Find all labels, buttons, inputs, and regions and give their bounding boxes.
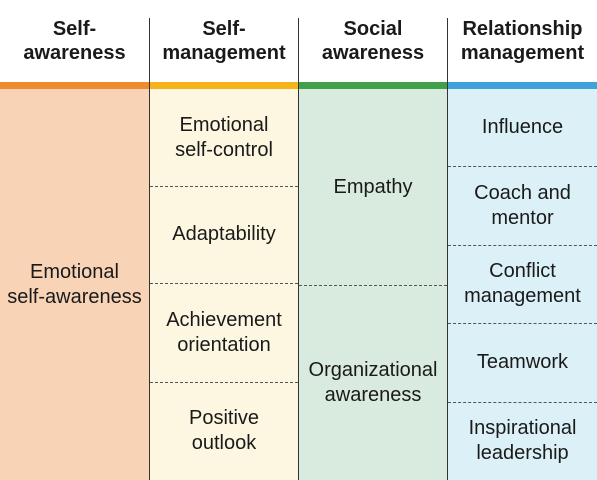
column-separator (298, 18, 299, 480)
cell-divider (150, 283, 298, 284)
competency-cell: Organizational awareness (308, 358, 438, 406)
cell-divider (448, 402, 597, 403)
column-relationship-management: Relationship management Influence Coach … (448, 0, 597, 480)
competency-cell: Empathy (333, 175, 413, 198)
column-body: Emotional self-awareness (0, 89, 149, 480)
column-color-bar (299, 82, 447, 89)
column-social-awareness: Social awareness Empathy Organizational … (299, 0, 447, 480)
competency-cell: Adaptability (172, 223, 276, 245)
cell-divider (299, 285, 447, 286)
competency-cell: Coach and mentor (474, 181, 571, 229)
column-separator (447, 18, 448, 480)
column-body: Influence Coach and mentor Conflict mana… (448, 89, 597, 480)
column-color-bar (150, 82, 298, 89)
cell-divider (448, 166, 597, 167)
competency-cell: Inspirational leadership (468, 417, 577, 464)
competency-cell: Achievement orientation (166, 308, 282, 356)
cell-divider (448, 245, 597, 246)
cell-divider (150, 382, 298, 383)
column-header: Self- awareness (0, 0, 149, 82)
column-separator (149, 18, 150, 480)
competency-cell: Emotional self-awareness (7, 260, 142, 308)
competency-cell: Positive outlook (188, 407, 260, 454)
competency-cell: Influence (481, 116, 564, 138)
column-header: Relationship management (448, 0, 597, 82)
column-color-bar (448, 82, 597, 89)
competency-cell: Teamwork (476, 351, 569, 373)
column-self-management: Self- management Emotional self-control … (150, 0, 298, 480)
competency-cell: Conflict management (464, 260, 581, 307)
competency-cell: Emotional self-control (175, 113, 273, 161)
column-color-bar (0, 82, 149, 89)
column-header: Self- management (150, 0, 298, 82)
column-body: Emotional self-control Adaptability Achi… (150, 89, 298, 480)
column-body: Empathy Organizational awareness (299, 89, 447, 480)
column-self-awareness: Self- awareness Emotional self-awareness (0, 0, 149, 480)
cell-divider (150, 186, 298, 187)
column-header: Social awareness (299, 0, 447, 82)
cell-divider (448, 323, 597, 324)
